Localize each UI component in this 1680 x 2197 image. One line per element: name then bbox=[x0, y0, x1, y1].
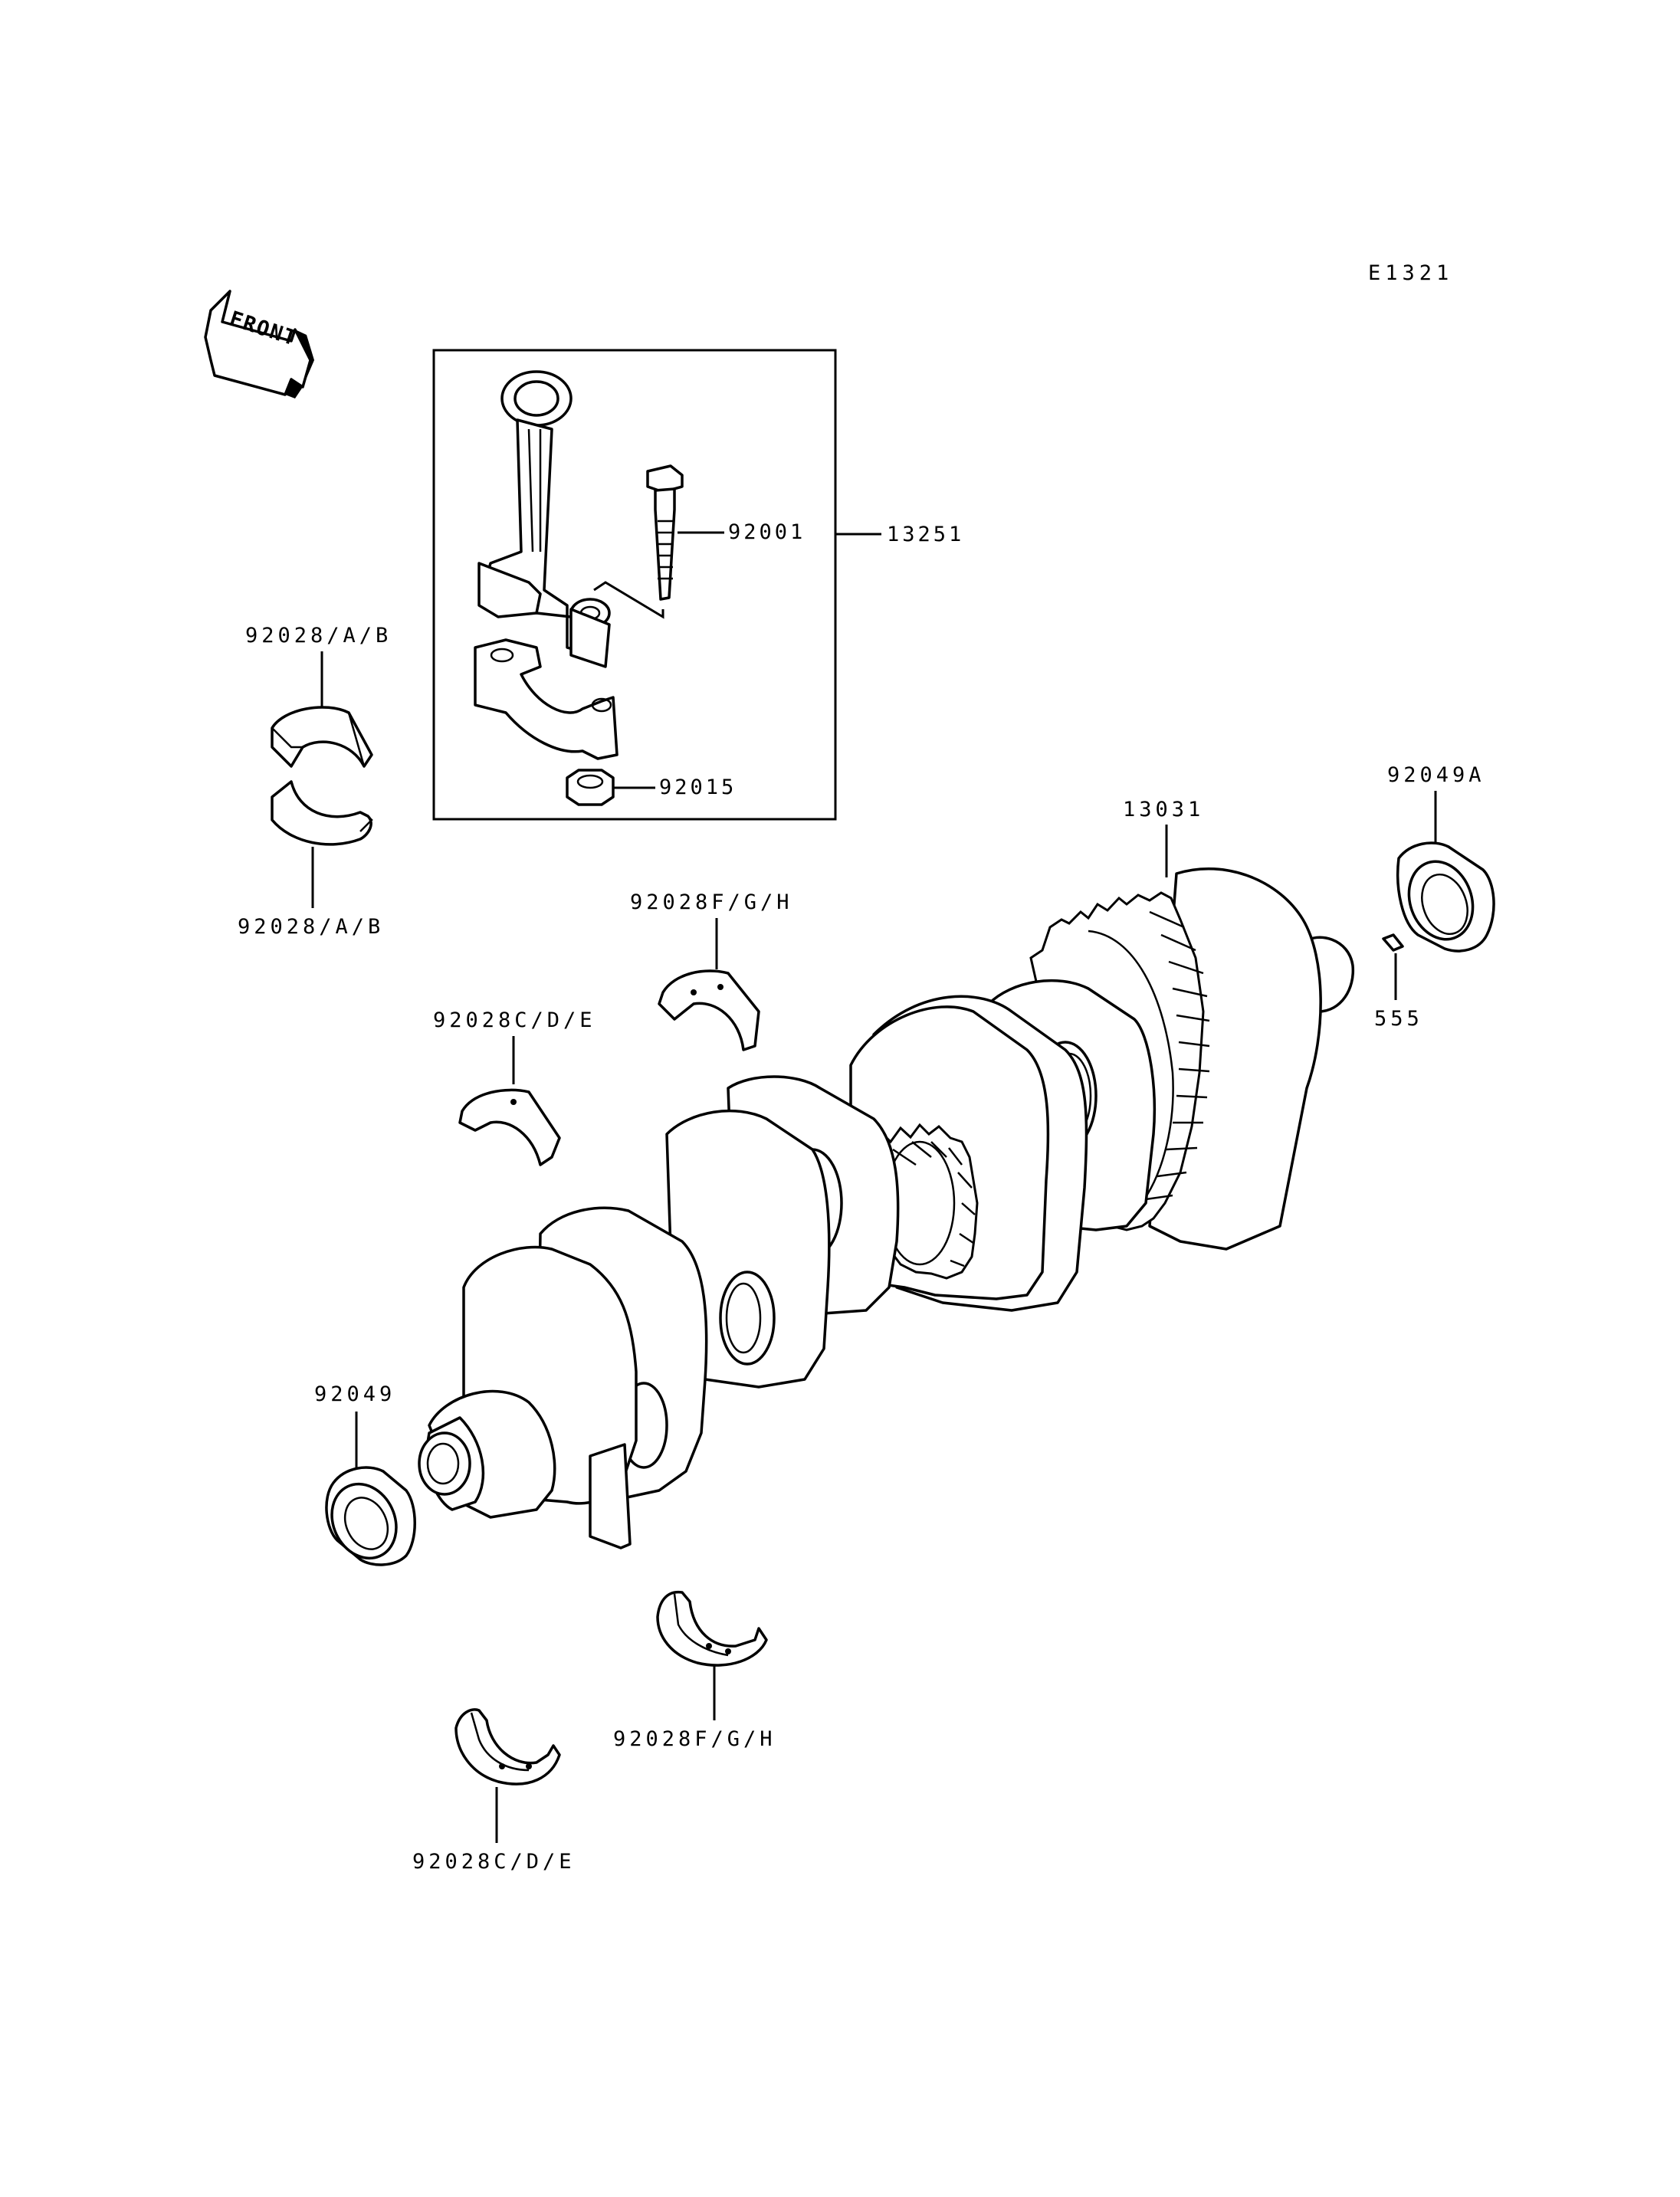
main-bearing-shell-cde-top[interactable] bbox=[458, 1088, 561, 1166]
callout-92049[interactable]: 92049 bbox=[314, 1382, 395, 1406]
gear-teeth-lines bbox=[1145, 910, 1210, 1201]
callout-92028cde-bottom[interactable]: 92028C/D/E bbox=[412, 1850, 576, 1874]
callout-92028cde-top-label: 92028C/D/E bbox=[433, 1008, 596, 1032]
conrod-assembly-box bbox=[432, 349, 837, 821]
conrod-bolt[interactable] bbox=[646, 464, 684, 601]
crankshaft[interactable] bbox=[418, 867, 1355, 1549]
callout-92028fgh-bottom-label: 92028F/G/H bbox=[613, 1727, 776, 1751]
main-bearing-shell-cde-bottom[interactable] bbox=[454, 1708, 561, 1785]
connecting-rod-cap[interactable] bbox=[474, 638, 619, 760]
conrod-nut[interactable] bbox=[566, 769, 615, 806]
callout-92028ab-bottom-label: 92028/A/B bbox=[238, 915, 384, 939]
main-bearing-shell-fgh-bottom[interactable] bbox=[656, 1590, 768, 1667]
callout-92028ab-bottom[interactable]: 92028/A/B bbox=[238, 915, 384, 939]
callout-92049-label: 92049 bbox=[314, 1382, 395, 1406]
woodruff-key[interactable] bbox=[1382, 933, 1404, 952]
callout-92028cde-top[interactable]: 92028C/D/E bbox=[433, 1008, 596, 1032]
callout-92049a-label: 92049A bbox=[1387, 763, 1485, 787]
callout-92049a[interactable]: 92049A bbox=[1387, 763, 1485, 787]
middle-gear-teeth bbox=[892, 1141, 976, 1267]
callout-13251[interactable]: 13251 bbox=[887, 523, 964, 546]
callout-92028fgh-top-label: 92028F/G/H bbox=[630, 890, 793, 914]
callout-92028fgh-bottom[interactable]: 92028F/G/H bbox=[613, 1727, 776, 1751]
callout-92028ab-top-label: 92028/A/B bbox=[245, 624, 392, 648]
callout-92028cde-bottom-label: 92028C/D/E bbox=[412, 1850, 576, 1874]
bearing-shell-upper[interactable] bbox=[271, 706, 373, 768]
callout-555-label: 555 bbox=[1374, 1007, 1423, 1031]
connecting-rod[interactable] bbox=[477, 370, 611, 668]
callout-92028fgh-top[interactable]: 92028F/G/H bbox=[630, 890, 793, 914]
oil-seal-right[interactable] bbox=[1396, 841, 1495, 953]
callout-13031[interactable]: 13031 bbox=[1123, 798, 1204, 821]
front-arrow-icon: FRONT bbox=[204, 290, 314, 398]
callout-92001-label: 92001 bbox=[728, 520, 806, 544]
callout-92028ab-top[interactable]: 92028/A/B bbox=[245, 624, 392, 648]
callout-13251-label: 13251 bbox=[887, 523, 964, 546]
callout-92015-label: 92015 bbox=[659, 776, 737, 799]
oil-seal-front[interactable] bbox=[320, 1466, 416, 1569]
callout-92001[interactable]: 92001 bbox=[728, 520, 806, 544]
main-bearing-shell-fgh-top[interactable] bbox=[658, 969, 760, 1051]
diagram-code: E1321 bbox=[1368, 261, 1453, 285]
bearing-shell-lower[interactable] bbox=[271, 780, 373, 846]
callout-555[interactable]: 555 bbox=[1374, 1007, 1423, 1031]
callout-92015[interactable]: 92015 bbox=[659, 776, 737, 799]
callout-13031-label: 13031 bbox=[1123, 798, 1204, 821]
